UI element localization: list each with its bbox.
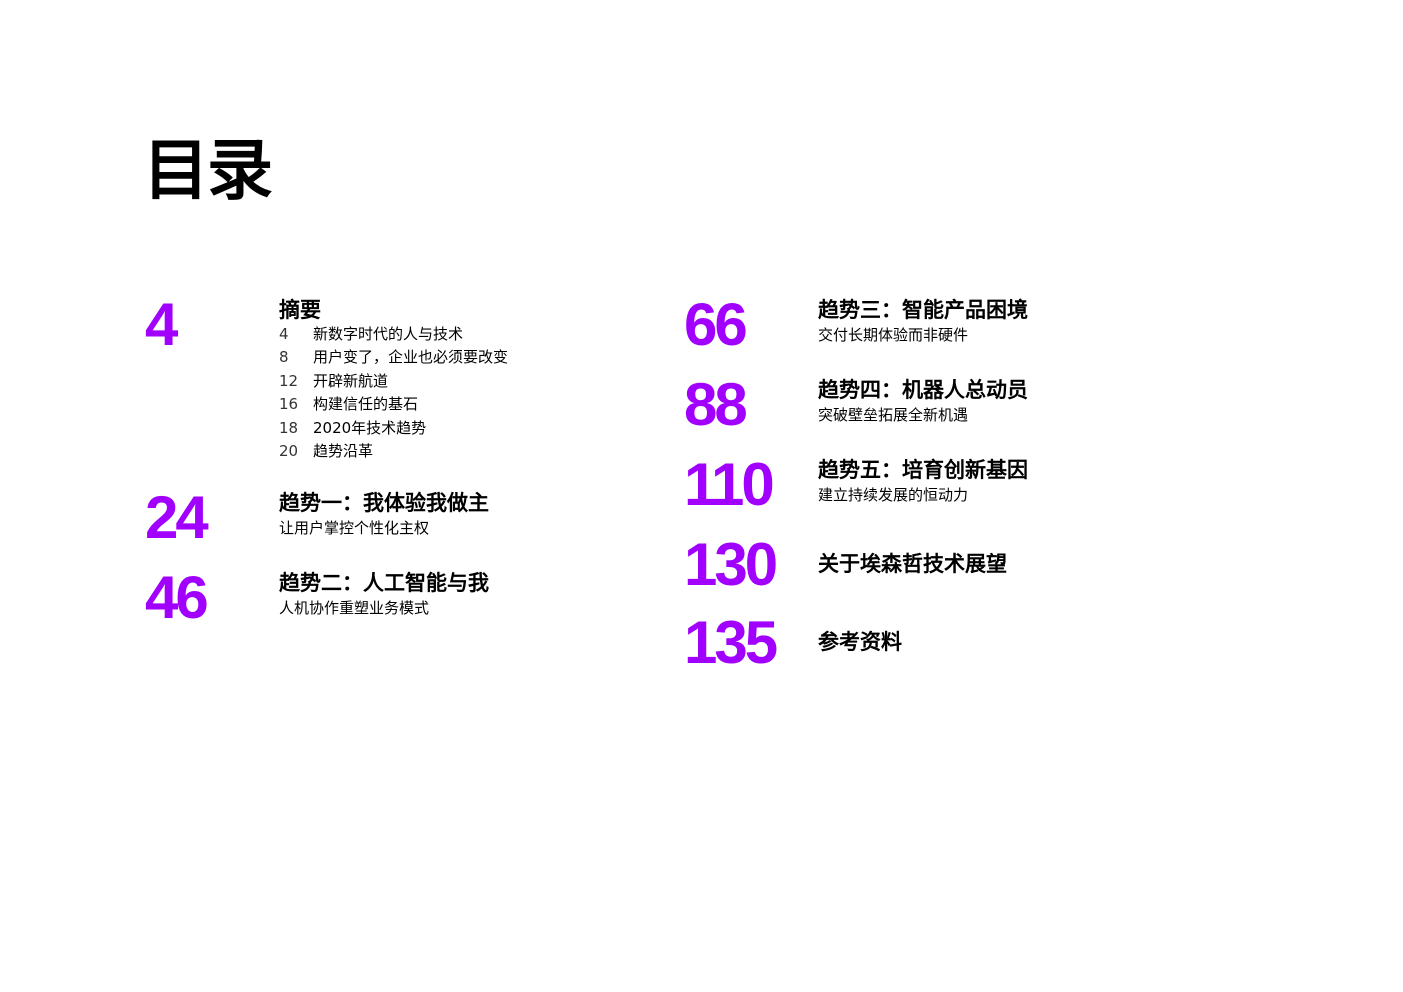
toc-sub-page: 20 — [279, 441, 299, 460]
toc-entry-trend-1[interactable]: 24 趋势一：我体验我做主 让用户掌控个性化主权 — [145, 484, 645, 551]
toc-page-number: 130 — [684, 531, 778, 598]
toc-sub-item[interactable]: 4 新数字时代的人与技术 — [279, 324, 508, 347]
toc-section-title: 摘要 — [279, 298, 321, 322]
toc-section-subtitle: 让用户掌控个性化主权 — [279, 519, 430, 537]
toc-section-subtitle: 突破壁垒拓展全新机遇 — [818, 406, 969, 424]
toc-entry-trend-4[interactable]: 88 趋势四：机器人总动员 突破壁垒拓展全新机遇 — [684, 371, 1204, 438]
toc-page-number: 88 — [684, 371, 748, 438]
toc-section-title: 趋势四：机器人总动员 — [818, 378, 1028, 402]
toc-section-title: 参考资料 — [818, 630, 902, 654]
toc-page-number: 110 — [684, 451, 775, 518]
toc-sub-text: 趋势沿革 — [313, 441, 374, 460]
toc-section-subtitle: 交付长期体验而非硬件 — [818, 326, 969, 344]
toc-page-number: 66 — [684, 291, 748, 358]
toc-section-subtitle: 建立持续发展的恒动力 — [818, 486, 969, 504]
toc-sub-page: 18 — [279, 418, 299, 437]
toc-sub-text: 开辟新航道 — [313, 371, 389, 390]
toc-sub-item[interactable]: 12 开辟新航道 — [279, 371, 508, 394]
toc-sub-item[interactable]: 16 构建信任的基石 — [279, 394, 508, 417]
toc-sub-page: 16 — [279, 395, 299, 414]
toc-section-title: 关于埃森哲技术展望 — [818, 552, 1007, 576]
toc-sub-page: 4 — [279, 325, 289, 343]
toc-page-number: 4 — [145, 291, 178, 358]
toc-entry-trend-2[interactable]: 46 趋势二：人工智能与我 人机协作重塑业务模式 — [145, 564, 645, 631]
toc-page-number: 135 — [684, 609, 778, 676]
toc-entry-trend-5[interactable]: 110 趋势五：培育创新基因 建立持续发展的恒动力 — [684, 451, 1204, 518]
toc-entry-trend-3[interactable]: 66 趋势三：智能产品困境 交付长期体验而非硬件 — [684, 291, 1204, 358]
toc-sub-item[interactable]: 20 趋势沿革 — [279, 441, 508, 464]
toc-sub-page: 12 — [279, 371, 299, 390]
toc-page-number: 24 — [145, 484, 209, 551]
toc-section-title: 趋势三：智能产品困境 — [818, 298, 1028, 322]
toc-sub-text: 新数字时代的人与技术 — [313, 325, 464, 343]
toc-section-title: 趋势五：培育创新基因 — [818, 458, 1028, 482]
toc-sub-text: 构建信任的基石 — [313, 395, 419, 414]
toc-page-number: 46 — [145, 564, 209, 631]
toc-sub-item[interactable]: 8 用户变了，企业也必须要改变 — [279, 347, 508, 370]
toc-sub-text: 2020年技术趋势 — [313, 418, 427, 437]
toc-sub-list: 4 新数字时代的人与技术 8 用户变了，企业也必须要改变 12 开辟新航道 16 构建信… — [279, 324, 508, 464]
page-title: 目录 — [143, 132, 273, 209]
toc-sub-page: 8 — [279, 348, 289, 367]
toc-sub-item[interactable]: 18 2020年技术趋势 — [279, 418, 508, 441]
toc-section-subtitle: 人机协作重塑业务模式 — [279, 599, 430, 617]
toc-entry-references[interactable]: 135 参考资料 — [684, 609, 1204, 676]
toc-entry-summary[interactable]: 4 摘要 4 新数字时代的人与技术 8 用户变了，企业也必须要改变 12 开辟新航道 … — [145, 291, 645, 467]
toc-entry-about[interactable]: 130 关于埃森哲技术展望 — [684, 531, 1204, 598]
toc-section-title: 趋势一：我体验我做主 — [279, 491, 489, 515]
toc-section-title: 趋势二：人工智能与我 — [279, 571, 489, 595]
toc-sub-text: 用户变了，企业也必须要改变 — [313, 348, 509, 367]
